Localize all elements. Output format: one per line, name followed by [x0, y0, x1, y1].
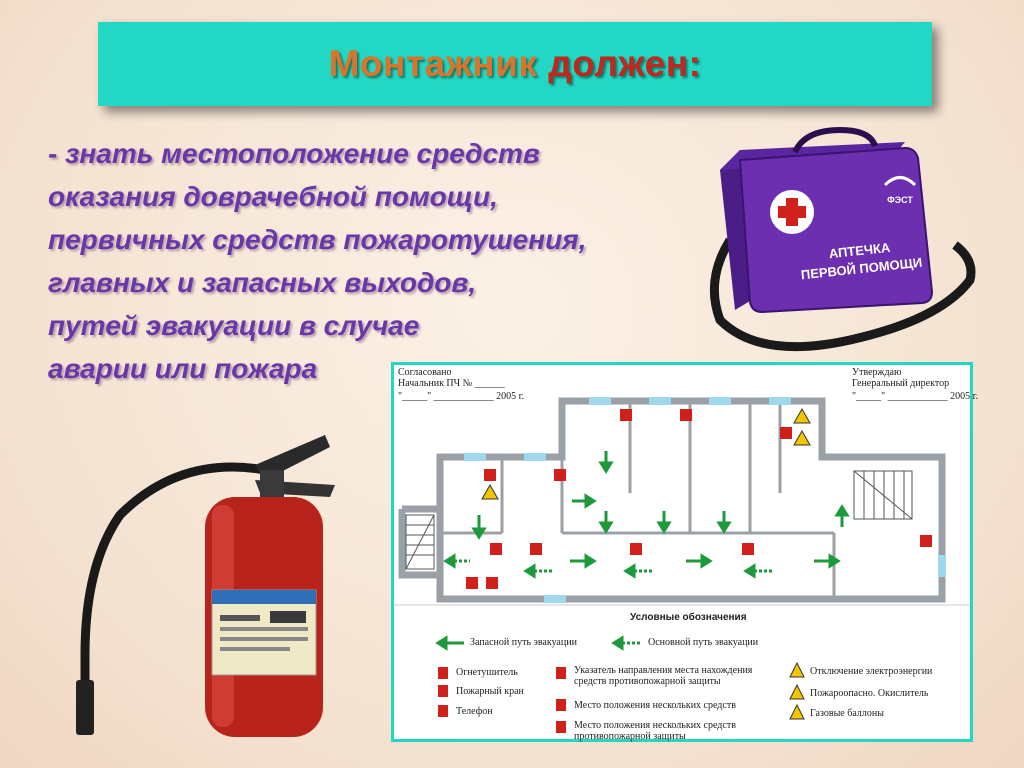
- evacuation-plan: Согласовано Начальник ПЧ № ______ "_____…: [391, 362, 978, 742]
- legend-power-off: Отключение электроэнергии: [810, 666, 933, 677]
- legend-arrows: [435, 635, 642, 651]
- kit-strap: [709, 237, 976, 352]
- legend-title: Условные обозначения: [630, 612, 747, 623]
- extinguisher-label: [211, 589, 317, 676]
- power-off-icon: [789, 661, 805, 678]
- approval-right-line-3: "_____" ____________ 2005 г.: [852, 391, 979, 402]
- legend-gas: Газовые баллоны: [810, 708, 884, 719]
- bullet-line: оказания доврачебной помощи,: [48, 181, 498, 212]
- legend-direction-line-2: средств противопожарной защиты: [574, 676, 721, 687]
- extinguisher-nozzle: [76, 680, 94, 735]
- bullet-line: путей эвакуации в случае: [48, 310, 420, 341]
- approval-left-line-2: Начальник ПЧ № ______: [398, 378, 505, 389]
- warning-signs: [481, 407, 811, 500]
- oxidizer-icon: [789, 683, 805, 700]
- evacuation-arrows: [443, 451, 850, 579]
- kit-front: [738, 146, 934, 314]
- title-banner: Монтажник должен:: [98, 22, 932, 106]
- first-aid-kit-image: ФЭСТ АПТЕЧКА ПЕРВОЙ ПОМОЩИ: [709, 126, 976, 352]
- legend-main-route: Основной путь эвакуации: [648, 637, 759, 648]
- bullet-line: - знать местоположение средств: [48, 138, 540, 169]
- staircase-right: [853, 470, 913, 520]
- extinguisher-hose: [80, 462, 266, 725]
- windows: [464, 397, 946, 603]
- bullet-line: первичных средств пожаротушения,: [48, 224, 587, 255]
- one-place-icon: [556, 699, 566, 711]
- extinguisher-lever: [255, 435, 330, 480]
- legend-phone: Телефон: [456, 706, 493, 717]
- approval-right-line-1: Утверждаю: [852, 367, 902, 378]
- approval-left-line-1: Согласовано: [398, 367, 452, 378]
- approval-left-line-3: "_____" ____________ 2005 г.: [398, 391, 525, 402]
- kit-label-line-1: АПТЕЧКА: [828, 240, 891, 261]
- gas-icon: [789, 703, 805, 720]
- building-walls: [398, 397, 946, 603]
- legend-several-line-2: противопожарной защиты: [574, 731, 686, 742]
- legend-direction-line-1: Указатель направления места нахождения: [574, 665, 753, 676]
- legend-reserve-route: Запасной путь эвакуации: [470, 637, 577, 648]
- several-places-icon: [556, 721, 566, 733]
- bullet-text: - знать местоположение средств оказания …: [48, 132, 648, 390]
- direction-icon: [556, 667, 566, 679]
- phone-icon: [438, 705, 448, 717]
- legend-oxidizer: Пожароопасно. Окислитель: [810, 688, 929, 699]
- slide-title: Монтажник должен:: [329, 43, 702, 85]
- bullet-line: аварии или пожара: [48, 353, 318, 384]
- legend-extinguisher: Огнетушитель: [456, 667, 518, 678]
- fire-extinguisher-image: [76, 435, 335, 737]
- kit-brand: ФЭСТ: [887, 195, 913, 205]
- extinguisher-icon: [438, 667, 448, 679]
- floor-plan-drawing: [394, 397, 970, 733]
- kit-handle: [792, 126, 878, 154]
- title-word-1: Монтажник: [328, 43, 538, 84]
- bullet-line: главных и запасных выходов,: [48, 267, 477, 298]
- hydrant-icon: [438, 685, 448, 697]
- legend-several-line-1: Место положения нескольких средств: [574, 720, 736, 731]
- legend-one-place: Место положения нескольких средств: [574, 700, 736, 711]
- approval-right-line-2: Генеральный директор: [852, 378, 950, 389]
- title-word-2: должен:: [548, 43, 702, 84]
- kit-brand-emblem-icon: [883, 176, 917, 187]
- legend-warning-icons: [789, 661, 805, 720]
- extinguisher-valve: [260, 470, 284, 500]
- legend-icons: [438, 667, 566, 733]
- staircase-left: [405, 514, 435, 570]
- legend-hydrant: Пожарный кран: [456, 686, 524, 697]
- fire-safety-signs: [466, 409, 932, 589]
